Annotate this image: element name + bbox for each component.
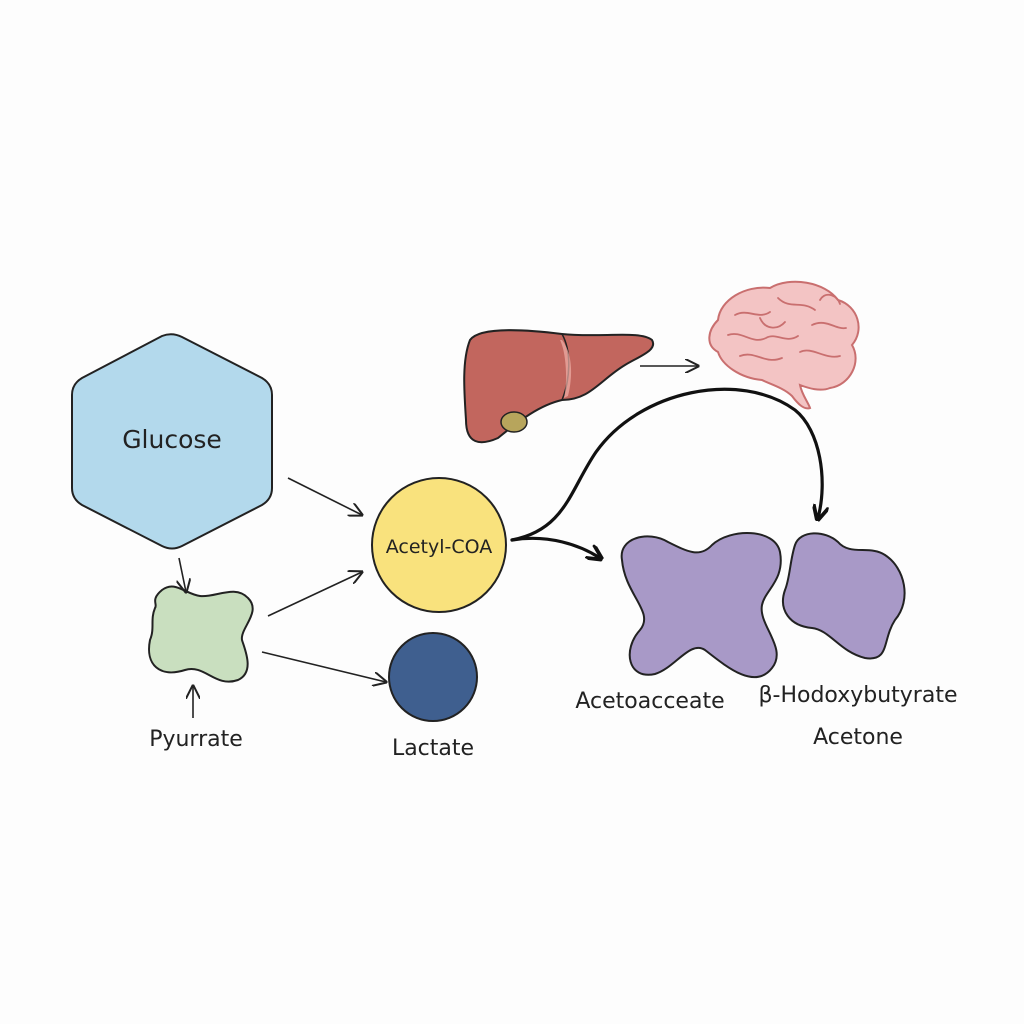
acetoacetate-label: Acetoacceate [575,689,724,714]
liver-shape [463,329,655,444]
pyruvate-label: Pyurrate [149,727,243,752]
arrow-pyruvate-to-acetyl-coa [267,572,362,617]
lactate-circle [388,632,478,722]
liver-icon [463,329,655,444]
beta-hydroxybutyrate-blob [782,532,906,660]
bold-arrows [510,387,822,558]
glucose-node: Glucose [71,333,273,550]
acetyl-coa-circle [371,477,507,613]
pyruvate-blob [148,585,254,683]
lactate-node: Lactate [388,632,478,761]
gallbladder-shape [500,411,528,433]
beta-hydroxybutyrate-label: β-Hodoxybutyrate [758,683,957,708]
pyruvate-node: Pyurrate [148,585,254,752]
acetyl-coa-node: Acetyl-COA [371,477,507,613]
glucose-label: Glucose [122,425,222,454]
brain-folds [727,293,847,361]
acetoacetate-node: Acetoacceate [575,532,782,714]
brain-icon [708,280,860,410]
lactate-label: Lactate [392,736,474,761]
arrow-acetyl-coa-to-hydroxybutyrate [510,387,822,542]
arrow-pyruvate-to-lactate [261,651,386,682]
arrow-glucose-to-pyruvate [179,557,186,592]
liver-highlight [560,340,572,398]
beta-hydroxybutyrate-node: β-Hodoxybutyrate Acetone [758,532,958,750]
acetoacetate-blob [620,532,782,679]
pathway-arrows [179,366,698,718]
arrow-glucose-to-acetyl-coa [287,477,362,515]
glucose-hexagon [71,333,273,550]
arrow-acetyl-coa-to-acetoacetate [510,536,600,558]
acetone-label: Acetone [813,725,903,750]
acetyl-coa-label: Acetyl-COA [386,536,493,558]
